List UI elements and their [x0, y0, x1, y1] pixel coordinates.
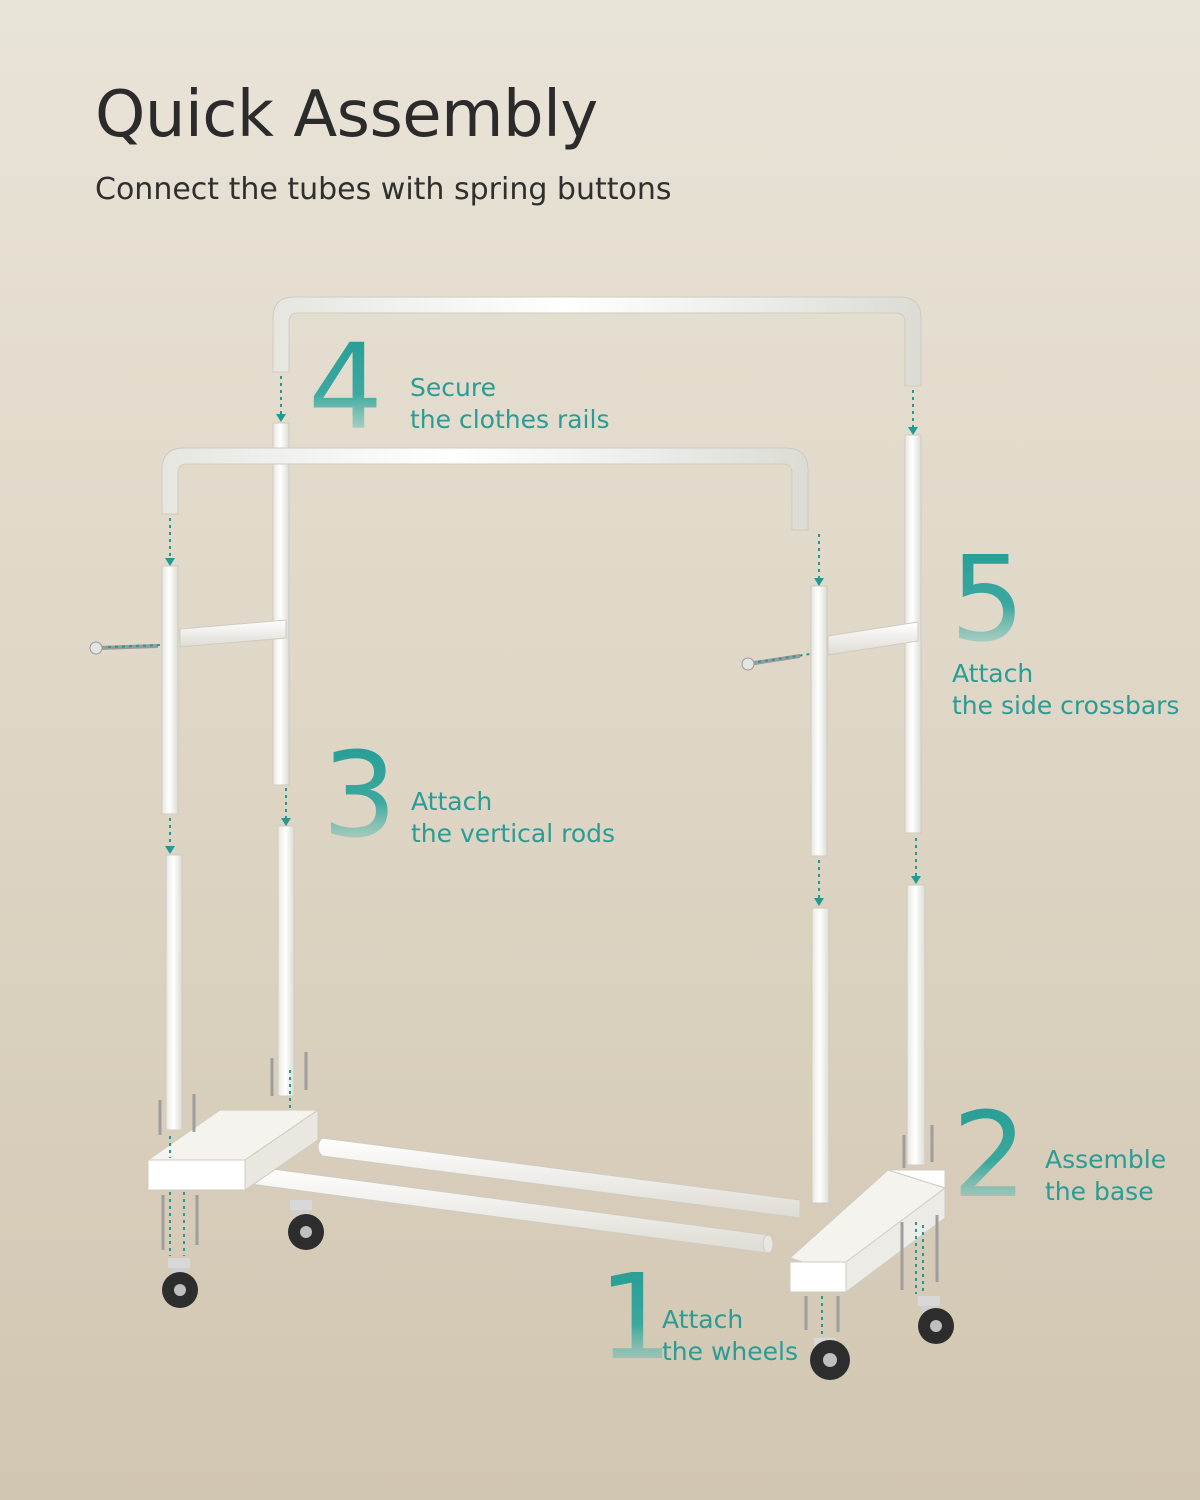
step-3-line2: the vertical rods [411, 819, 615, 848]
step-2: 2 Assemble the base [952, 1086, 1166, 1224]
wheel-back-left [288, 1200, 324, 1250]
front-left-lower-rod [165, 854, 183, 1131]
step-4: 4 Secure the clothes rails [308, 318, 609, 456]
step-1-line2: the wheels [662, 1337, 798, 1366]
right-side-crossbar [827, 621, 919, 656]
bottom-bar-rear [317, 1137, 801, 1219]
step-2-line2: the base [1045, 1177, 1154, 1206]
step-4-line2: the clothes rails [410, 405, 609, 434]
wheels [162, 1200, 954, 1380]
step-5-number: 5 [950, 530, 1025, 668]
step-5: 5 Attach the side crossbars [950, 530, 1179, 720]
step-4-number: 4 [308, 318, 383, 456]
step-3-number: 3 [322, 726, 397, 864]
left-side-crossbar [179, 619, 287, 648]
base-screws [158, 1052, 939, 1332]
side-crossbars [89, 619, 919, 671]
page-title: Quick Assembly [95, 78, 598, 152]
page-subtitle: Connect the tubes with spring buttons [95, 172, 672, 207]
front-frame [161, 447, 830, 1204]
step-2-line1: Assemble [1045, 1145, 1166, 1174]
bottom-crossbars [245, 1137, 801, 1254]
wheel-front-left [162, 1258, 198, 1308]
front-right-base [789, 1187, 946, 1293]
front-right-upper-rod [810, 585, 828, 857]
back-left-upper-rod [272, 422, 290, 786]
guide-arrows [107, 376, 924, 1336]
back-left-lower-rod [277, 825, 295, 1097]
step-4-line1: Secure [410, 373, 496, 402]
step-5-line1: Attach [952, 659, 1033, 688]
step-3: 3 Attach the vertical rods [322, 726, 615, 864]
step-1: 1 Attach the wheels [598, 1248, 798, 1386]
step-2-number: 2 [952, 1086, 1027, 1224]
left-crossbar-screw [95, 644, 159, 650]
step-1-line1: Attach [662, 1305, 743, 1334]
step-1-number: 1 [598, 1248, 673, 1386]
step-3-line1: Attach [411, 787, 492, 816]
wheel-back-right [918, 1296, 954, 1344]
back-top-rail [272, 296, 922, 387]
front-left-upper-rod [161, 565, 179, 815]
front-left-base [146, 1109, 320, 1191]
front-right-lower-rod [811, 907, 830, 1204]
back-right-lower-rod [906, 884, 926, 1166]
wheel-front-right [810, 1338, 850, 1380]
front-top-rail [161, 447, 809, 531]
arrow-heads [165, 414, 921, 906]
step-5-line2: the side crossbars [952, 691, 1179, 720]
